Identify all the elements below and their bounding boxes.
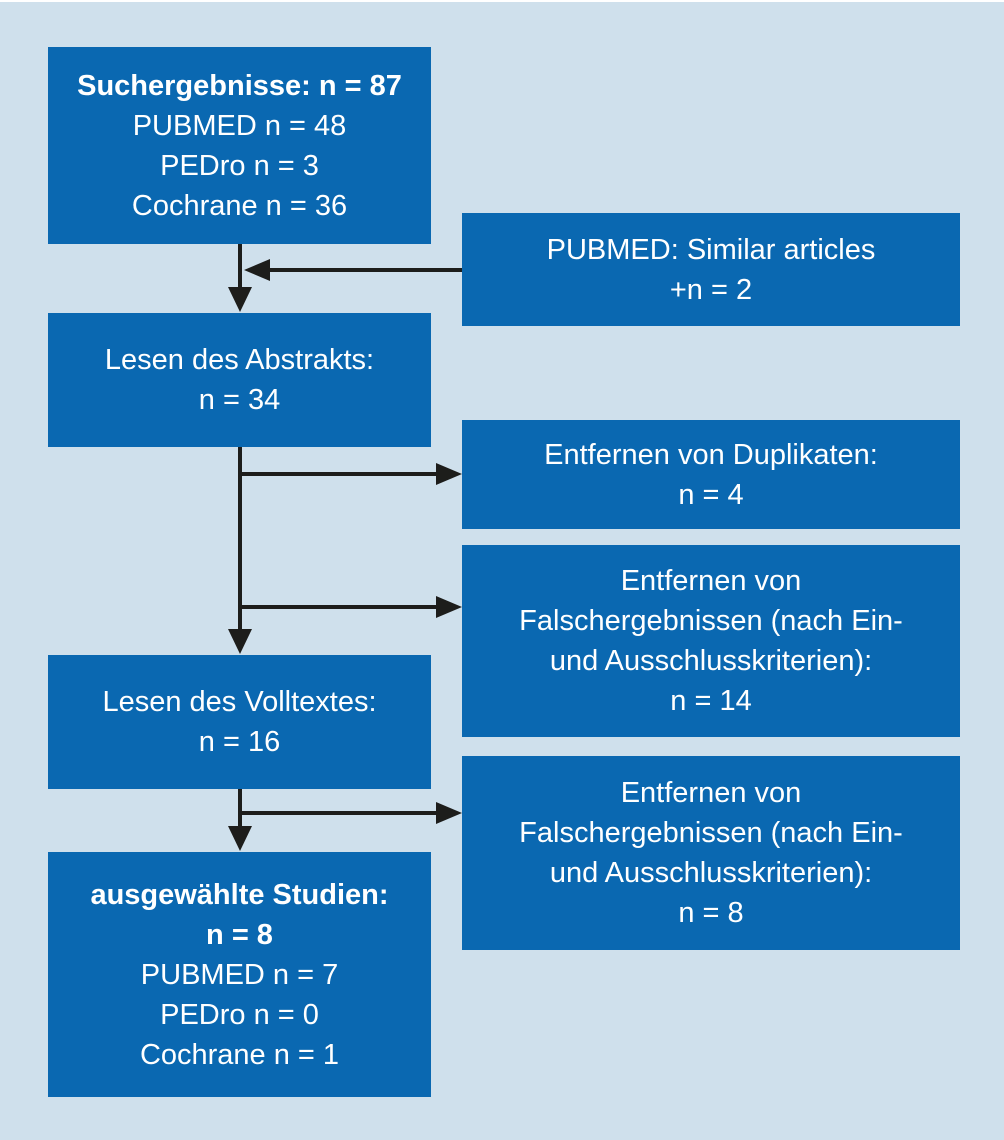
box-line: Entfernen von Duplikaten: (544, 438, 878, 471)
box-duplicates-removed: Entfernen von Duplikaten: n = 4 (462, 420, 960, 529)
box-line: und Ausschlusskriterien): (549, 645, 873, 677)
box-line: n = 16 (198, 726, 281, 758)
box-line: ausgewählte Studien: (90, 878, 389, 911)
box-false-results-abstract: Entfernen von Falschergebnissen (nach Ei… (462, 545, 960, 737)
box-line: Cochrane n = 1 (139, 1038, 340, 1071)
connector-search-to-abstract (238, 244, 242, 290)
arrowhead-down-icon (228, 826, 252, 851)
top-border (0, 0, 1004, 2)
connector-to-duplicates (240, 472, 436, 476)
box-line: PUBMED n = 7 (140, 958, 339, 991)
connector-similar-articles (266, 268, 462, 272)
arrowhead-right-icon (436, 463, 462, 485)
box-line: Suchergebnisse: n = 87 (77, 69, 402, 102)
box-line: PEDro n = 0 (160, 998, 319, 1031)
box-line: Lesen des Abstrakts: (104, 344, 375, 376)
box-abstract-reading: Lesen des Abstrakts: n = 34 (48, 313, 431, 447)
box-similar-articles: PUBMED: Similar articles +n = 2 (462, 213, 960, 326)
arrowhead-down-icon (228, 629, 252, 654)
box-line: n = 14 (670, 685, 752, 717)
arrowhead-left-icon (244, 259, 270, 281)
box-line: +n = 2 (669, 273, 753, 306)
box-line: PUBMED: Similar articles (546, 233, 876, 266)
connector-fulltext-to-selected (238, 789, 242, 828)
box-line: n = 8 (206, 918, 273, 951)
arrowhead-right-icon (436, 596, 462, 618)
box-line: Cochrane n = 36 (131, 189, 348, 222)
box-line: n = 34 (198, 384, 281, 416)
box-line: Lesen des Volltextes: (102, 686, 377, 718)
box-selected-studies: ausgewählte Studien: n = 8 PUBMED n = 7 … (48, 852, 431, 1097)
box-search-results: Suchergebnisse: n = 87 PUBMED n = 48 PED… (48, 47, 431, 244)
arrowhead-right-icon (436, 802, 462, 824)
arrowhead-down-icon (228, 287, 252, 312)
box-false-results-fulltext: Entfernen von Falschergebnissen (nach Ei… (462, 756, 960, 950)
connector-to-false-results-abstract (240, 605, 436, 609)
box-fulltext-reading: Lesen des Volltextes: n = 16 (48, 655, 431, 789)
connector-to-false-results-fulltext (240, 811, 436, 815)
box-line: n = 8 (678, 897, 744, 929)
box-line: Entfernen von (620, 565, 802, 597)
box-line: Falschergebnissen (nach Ein- (519, 817, 903, 849)
connector-abstract-to-fulltext (238, 447, 242, 632)
box-line: PEDro n = 3 (160, 149, 319, 182)
box-line: und Ausschlusskriterien): (549, 857, 873, 889)
box-line: Falschergebnissen (nach Ein- (519, 605, 903, 637)
box-line: Entfernen von (620, 777, 802, 809)
box-line: n = 4 (678, 478, 744, 511)
box-line: PUBMED n = 48 (132, 109, 347, 142)
